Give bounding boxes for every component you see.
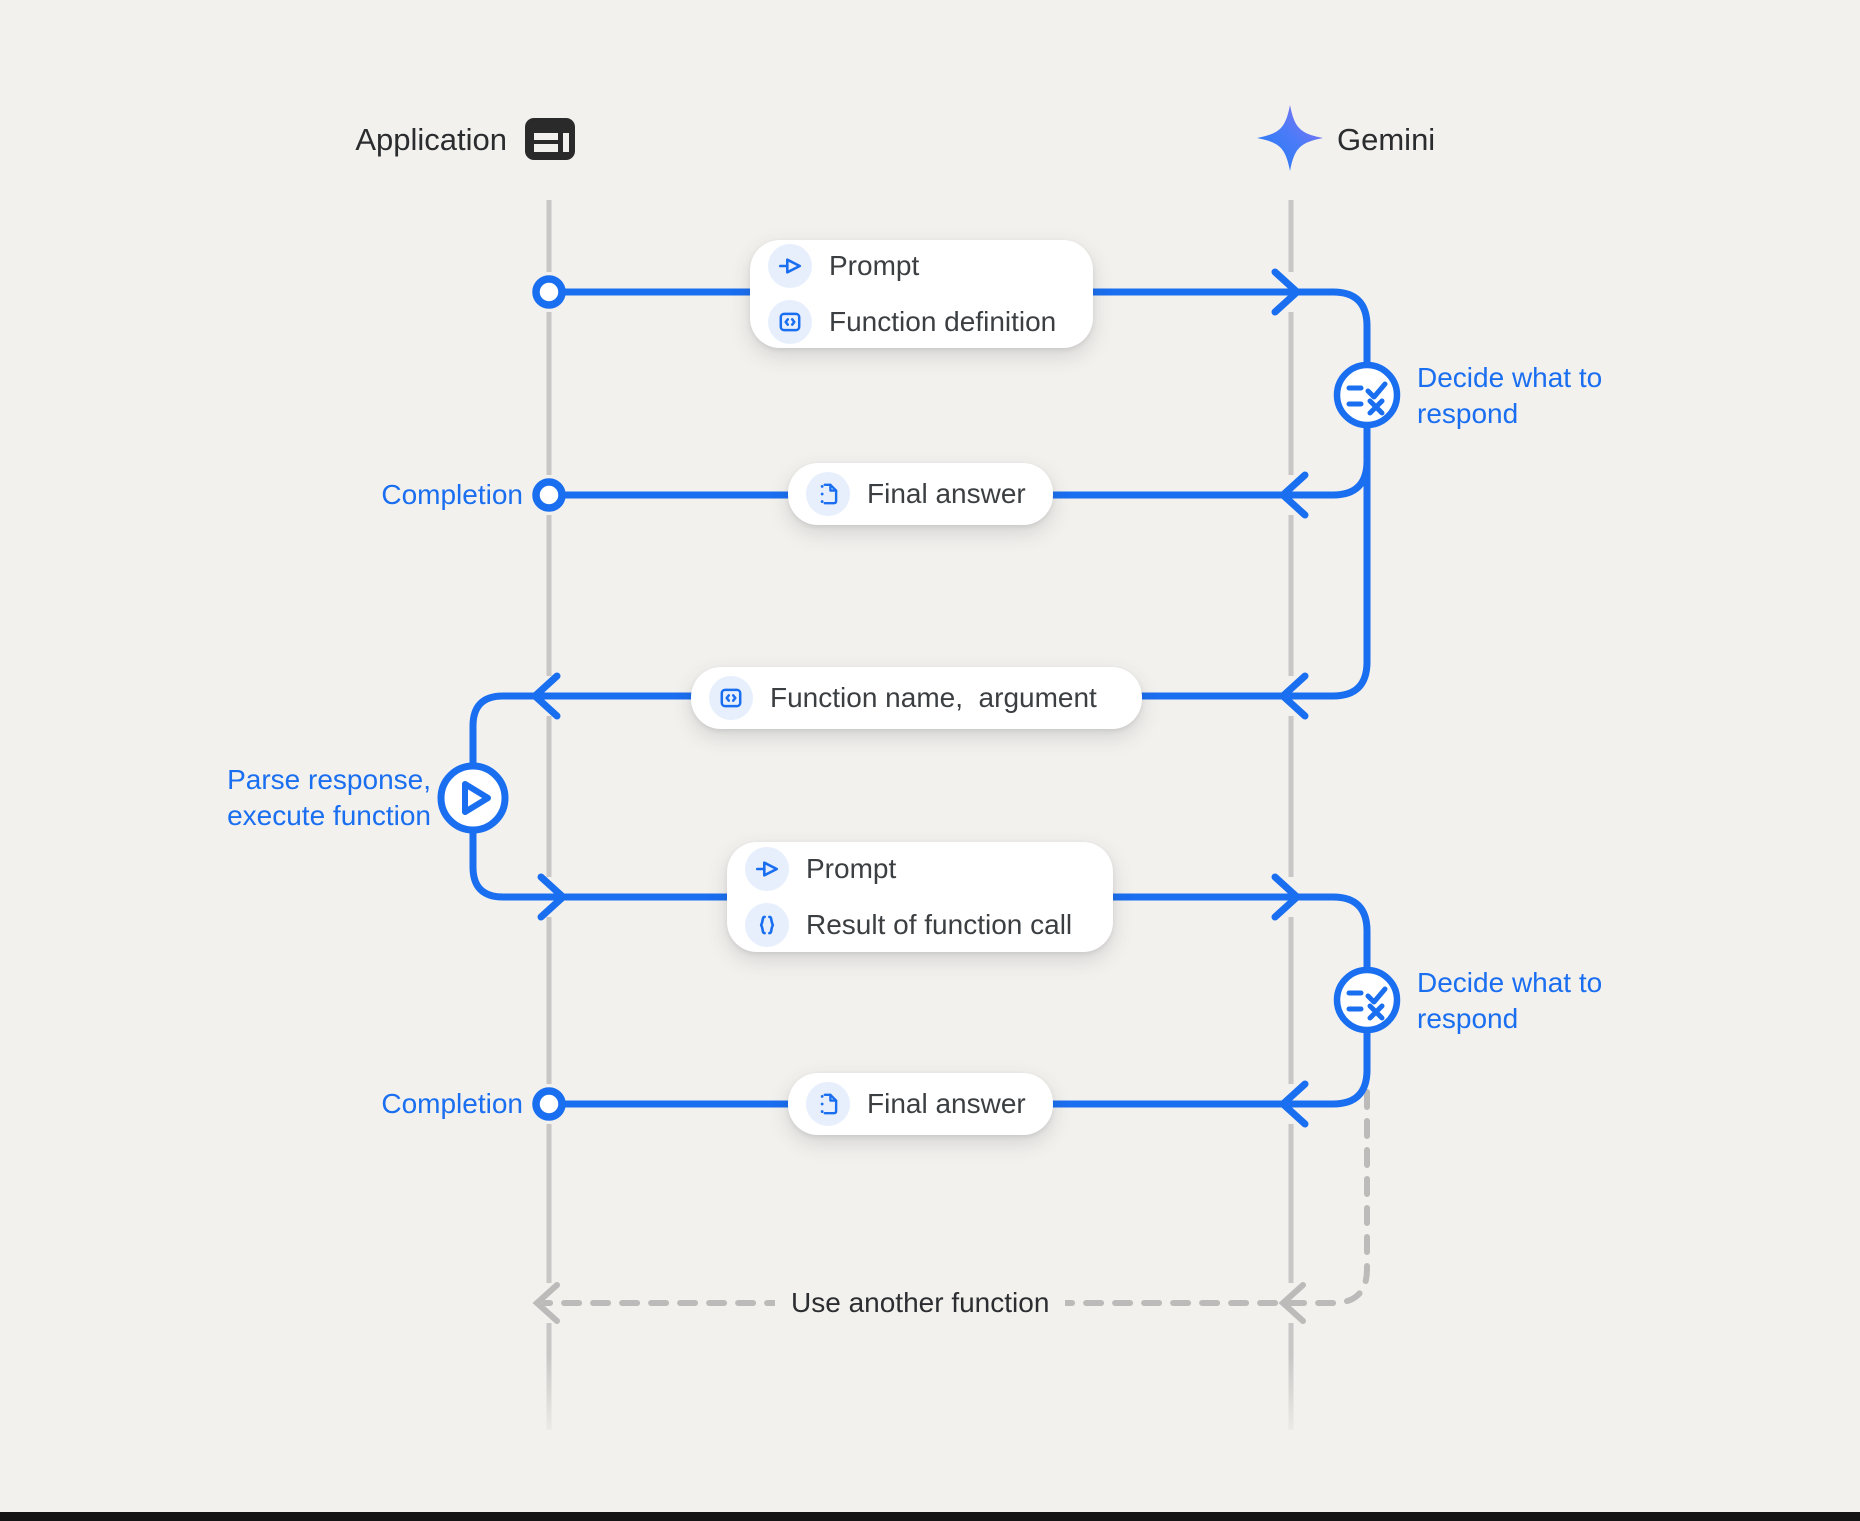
message-function-name-argument: Function name, argument xyxy=(691,667,1142,729)
rule-check-x-icon xyxy=(1346,986,1388,1021)
use-another-function-label: Use another function xyxy=(775,1283,1066,1323)
pill-label: Prompt xyxy=(829,250,920,281)
arrowhead-right-icon xyxy=(1271,873,1301,921)
flow-final-answer-1 xyxy=(545,457,1371,499)
endpoint-circle xyxy=(532,1087,566,1121)
send-icon xyxy=(768,244,812,288)
arrowhead-left-icon xyxy=(1279,672,1309,720)
flow-prompt-to-gemini xyxy=(469,288,1371,770)
arrowhead-right-icon xyxy=(1271,268,1301,316)
send-icon xyxy=(745,847,789,891)
parse-execute-node xyxy=(437,762,509,834)
document-icon xyxy=(806,472,850,516)
completion-label-2: Completion xyxy=(381,1088,523,1119)
arrowhead-left-icon xyxy=(531,672,561,720)
completion-label-1: Completion xyxy=(381,479,523,510)
document-icon xyxy=(806,1082,850,1126)
arrowhead-left-icon xyxy=(532,1282,560,1324)
decide-node-2 xyxy=(1333,966,1401,1034)
arrowhead-left-icon xyxy=(1279,471,1309,519)
message-final-answer-1: Final answer xyxy=(788,463,1053,525)
endpoint-circle xyxy=(532,275,566,309)
pill-label: Final answer xyxy=(867,478,1026,509)
message-final-answer-2: Final answer xyxy=(788,1073,1053,1135)
decide-label-2: Decide what to respond xyxy=(1417,967,1603,1034)
pill-label: Final answer xyxy=(867,1088,1026,1119)
play-icon xyxy=(462,781,491,815)
arrowhead-left-icon xyxy=(1278,1282,1306,1324)
gemini-title: Gemini xyxy=(1337,122,1436,157)
message-prompt-result: Prompt Result of function call xyxy=(727,842,1113,952)
pill-label: Function definition xyxy=(829,306,1057,337)
use-another-function-path xyxy=(532,1089,1370,1324)
browser-window-icon xyxy=(525,118,575,160)
bottom-fade xyxy=(0,1355,1860,1460)
pill-label: Result of function call xyxy=(806,909,1073,940)
application-title: Application xyxy=(355,122,507,157)
rule-check-x-icon xyxy=(1346,381,1388,416)
gemini-star-icon xyxy=(1257,105,1323,171)
code-braces-icon xyxy=(745,903,789,947)
arrowhead-left-icon xyxy=(1279,1080,1309,1128)
parse-execute-label: Parse response, execute function xyxy=(227,764,431,831)
code-box-icon xyxy=(709,676,753,720)
message-prompt-function-definition: Prompt Function definition xyxy=(750,240,1093,348)
arrowhead-right-icon xyxy=(537,873,567,921)
decide-label-1: Decide what to respond xyxy=(1417,362,1603,429)
decide-node-1 xyxy=(1333,361,1401,429)
code-box-icon xyxy=(768,300,812,344)
bottom-edge-bar xyxy=(0,1512,1860,1521)
pill-label: Prompt xyxy=(806,853,897,884)
endpoint-circle xyxy=(532,478,566,512)
pill-label: Function name, argument xyxy=(770,682,1097,713)
flow-final-answer-2 xyxy=(545,1026,1371,1108)
